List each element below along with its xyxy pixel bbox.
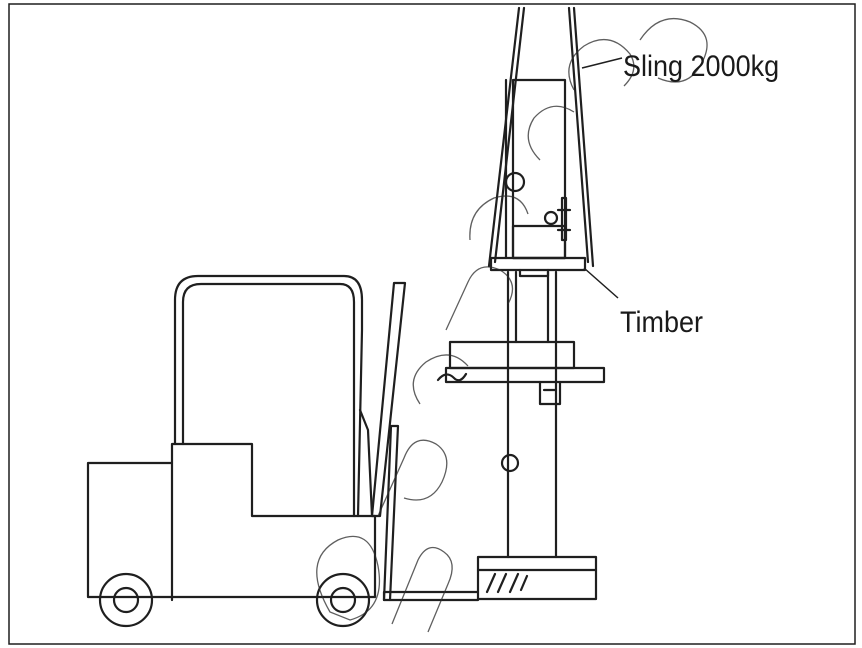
forklift-body: [86, 442, 377, 599]
forklift-overhead-guard: [173, 274, 364, 518]
forklift-rear-wheel: [98, 572, 154, 628]
forklift-mast: [370, 281, 407, 518]
machine-base: [476, 555, 598, 601]
machine-column: [506, 270, 558, 559]
figure-border: [8, 3, 856, 645]
sling: [487, 6, 595, 268]
forklift-forks: [382, 590, 480, 602]
sling-left-leg: [487, 6, 521, 268]
timber-label: Timber: [620, 306, 704, 339]
sling-right-leg: [567, 6, 590, 264]
watermark-outline: [316, 17, 708, 633]
forklift-front-wheel: [315, 572, 371, 628]
sling-leader-line: [581, 57, 623, 69]
timber-leader-line: [583, 267, 619, 299]
sling-label: Sling 2000kg: [623, 50, 780, 83]
forklift: [86, 274, 480, 628]
timber-block: [489, 256, 587, 272]
drill-machine: [436, 78, 606, 601]
